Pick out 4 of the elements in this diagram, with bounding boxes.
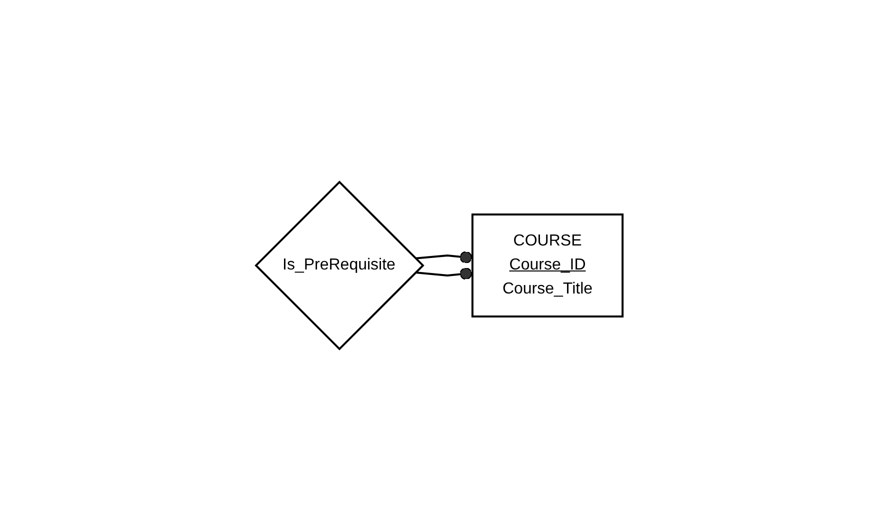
connector — [416, 268, 473, 280]
connector — [416, 251, 473, 264]
node-box: COURSE Course_ID Course_Title — [472, 214, 624, 318]
node-diamond: Is_PreRequisite — [254, 180, 425, 350]
